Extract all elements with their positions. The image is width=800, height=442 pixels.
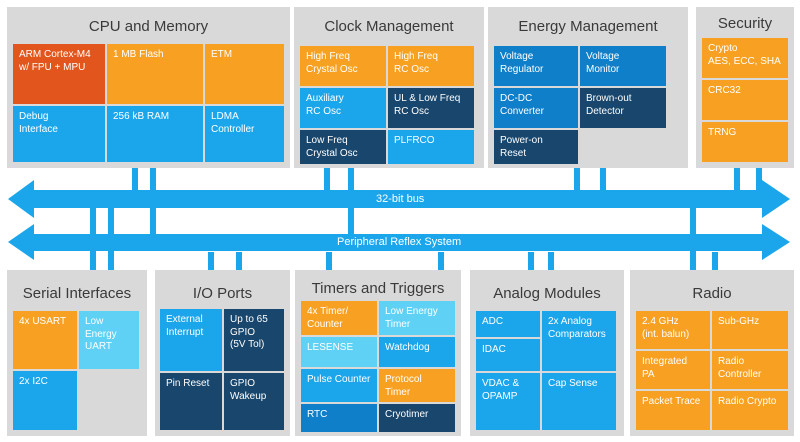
panel-title: CPU and Memory: [88, 18, 209, 35]
aux-rc-osc-block: Auxiliary RC Osc: [300, 88, 386, 128]
connector: [712, 252, 718, 270]
ram-block: 256 kB RAM: [107, 106, 203, 162]
i2c-block: 2x I2C: [13, 371, 77, 430]
connector: [528, 252, 534, 270]
connector: [438, 252, 444, 270]
timer-counter-block: 4x Timer/ Counter: [301, 301, 377, 335]
crypto-block: Crypto AES, ECC, SHA: [702, 38, 788, 78]
peripheral-reflex-arrow: [8, 224, 790, 260]
connector: [756, 168, 762, 190]
bus-label: 32-bit bus: [376, 193, 425, 205]
2-4ghz-block: 2.4 GHz (int. balun): [636, 311, 710, 349]
ul-lf-rc-osc-block: UL & Low Freq RC Osc: [388, 88, 474, 128]
panel-title: Clock Management: [324, 18, 454, 35]
power-on-reset-block: Power-on Reset: [494, 130, 578, 164]
connector: [326, 252, 332, 270]
panel-title: I/O Ports: [192, 285, 253, 302]
voltage-regulator-block: Voltage Regulator: [494, 46, 578, 86]
arm-cortex-block: ARM Cortex-M4 w/ FPU + MPU: [13, 44, 105, 104]
idac-block: IDAC: [476, 339, 540, 371]
hf-rc-osc-block: High Freq RC Osc: [388, 46, 474, 86]
security-panel: Security Crypto AES, ECC, SHA CRC32 TRNG: [696, 7, 794, 168]
panel-title: Serial Interfaces: [22, 285, 132, 302]
connector: [132, 168, 138, 190]
trng-block: TRNG: [702, 122, 788, 162]
lesense-block: LESENSE: [301, 337, 377, 367]
dcdc-converter-block: DC-DC Converter: [494, 88, 578, 128]
timers-triggers-panel: Timers and Triggers 4x Timer/ Counter Lo…: [295, 270, 461, 436]
crc32-block: CRC32: [702, 80, 788, 120]
panel-title: Security: [717, 15, 773, 32]
clock-management-panel: Clock Management High Freq Crystal Osc H…: [294, 7, 484, 168]
watchdog-block: Watchdog: [379, 337, 455, 367]
bus-connectors: [90, 168, 762, 270]
usart-block: 4x USART: [13, 311, 77, 369]
flash-block: 1 MB Flash: [107, 44, 203, 104]
gpio-wakeup-block: GPIO Wakeup: [224, 373, 284, 430]
debug-interface-block: Debug Interface: [13, 106, 105, 162]
vdac-opamp-block: VDAC & OPAMP: [476, 373, 540, 430]
panel-title: Analog Modules: [493, 285, 601, 302]
panel-title: Radio: [692, 285, 732, 302]
connector: [734, 168, 740, 190]
panel-title: Timers and Triggers: [311, 280, 445, 297]
plfrco-block: PLFRCO: [388, 130, 474, 164]
radio-panel: Radio 2.4 GHz (int. balun) Sub-GHz Integ…: [630, 270, 794, 436]
packet-trace-block: Packet Trace: [636, 391, 710, 430]
cap-sense-block: Cap Sense: [542, 373, 616, 430]
reflex-label: Peripheral Reflex System: [337, 236, 462, 248]
connector: [574, 168, 580, 190]
serial-interfaces-panel: Serial Interfaces 4x USART Low Energy UA…: [7, 270, 147, 436]
connector: [236, 252, 242, 270]
connector: [208, 252, 214, 270]
pin-reset-block: Pin Reset: [160, 373, 222, 430]
radio-crypto-block: Radio Crypto: [712, 391, 788, 430]
panel-title: Energy Management: [518, 18, 658, 35]
gpio-block: Up to 65 GPIO (5V Tol): [224, 309, 284, 371]
sub-ghz-block: Sub-GHz: [712, 311, 788, 349]
pulse-counter-block: Pulse Counter: [301, 369, 377, 402]
adc-block: ADC: [476, 311, 540, 337]
radio-controller-block: Radio Controller: [712, 351, 788, 389]
connector: [548, 252, 554, 270]
brownout-detector-block: Brown-out Detector: [580, 88, 666, 128]
integrated-pa-block: Integrated PA: [636, 351, 710, 389]
analog-comparators-block: 2x Analog Comparators: [542, 311, 616, 371]
analog-modules-panel: Analog Modules ADC 2x Analog Comparators…: [470, 270, 624, 436]
32-bit-bus-arrow: [8, 180, 790, 218]
energy-management-panel: Energy Management Voltage Regulator Volt…: [488, 7, 688, 168]
le-timer-block: Low Energy Timer: [379, 301, 455, 335]
io-ports-panel: I/O Ports External Interrupt Up to 65 GP…: [155, 270, 290, 436]
connector: [324, 168, 330, 190]
ldma-block: LDMA Controller: [205, 106, 284, 162]
cryotimer-block: Cryotimer: [379, 404, 455, 432]
lf-crystal-osc-block: Low Freq Crystal Osc: [300, 130, 386, 164]
external-interrupt-block: External Interrupt: [160, 309, 222, 371]
voltage-monitor-block: Voltage Monitor: [580, 46, 666, 86]
connector: [600, 168, 606, 190]
protocol-timer-block: Protocol Timer: [379, 369, 455, 402]
hf-crystal-osc-block: High Freq Crystal Osc: [300, 46, 386, 86]
le-uart-block: Low Energy UART: [79, 311, 139, 369]
cpu-memory-panel: CPU and Memory ARM Cortex-M4 w/ FPU + MP…: [7, 7, 290, 168]
rtc-block: RTC: [301, 404, 377, 432]
etm-block: ETM: [205, 44, 284, 104]
